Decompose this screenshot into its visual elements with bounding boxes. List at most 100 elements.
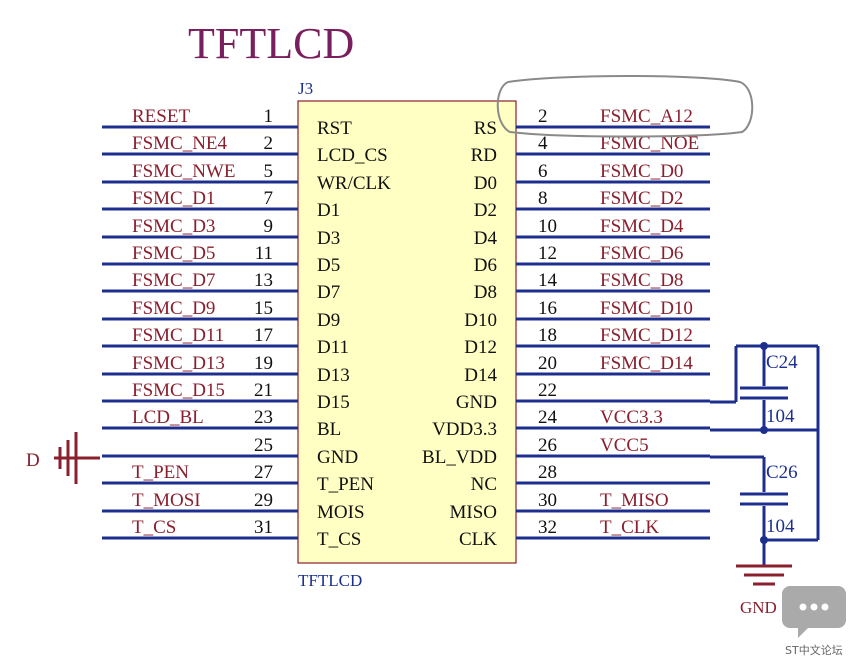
pin-name: RD	[471, 145, 497, 166]
net-label: VCC5	[600, 435, 649, 456]
pin-name: GND	[317, 447, 358, 468]
pin-name: VDD3.3	[432, 419, 497, 440]
highlight-annotation	[496, 75, 754, 138]
pin-name: RS	[474, 118, 497, 139]
net-label: FSMC_D1	[132, 188, 215, 209]
net-label: FSMC_D2	[600, 188, 683, 209]
net-label: FSMC_D9	[132, 298, 215, 319]
net-label: FSMC_NE4	[132, 133, 228, 154]
net-label: FSMC_D14	[600, 353, 693, 374]
pin-name: WR/CLK	[317, 173, 391, 194]
pin-name: D4	[474, 228, 498, 249]
pin-number: 22	[538, 380, 557, 401]
pin-name: D0	[474, 173, 497, 194]
watermark-text: ST中文论坛	[785, 643, 843, 657]
pin-name: BL	[317, 419, 341, 440]
capacitor-network: C24 104 C26 104 GND	[710, 342, 820, 617]
connector-value: TFTLCD	[298, 571, 362, 590]
pin-number: 21	[254, 380, 273, 401]
net-label: T_PEN	[132, 462, 189, 483]
connector-ref: J3	[298, 79, 313, 98]
pin-name: D15	[317, 392, 350, 413]
d-label: D	[26, 450, 40, 471]
pin-name: T_CS	[317, 529, 361, 550]
pin-number: 7	[264, 188, 274, 209]
c24-junction-top	[760, 342, 768, 350]
pin-number: 29	[254, 490, 273, 511]
pin-number: 13	[254, 270, 273, 291]
c24-ref: C24	[766, 352, 798, 373]
net-label: T_CS	[132, 517, 176, 538]
pin-number: 8	[538, 188, 548, 209]
c26-value: 104	[766, 516, 795, 537]
pin-number: 25	[254, 435, 273, 456]
chat-dot-2	[810, 603, 818, 611]
pin-name: MISO	[449, 502, 497, 523]
pin-name: D1	[317, 200, 340, 221]
pin-number: 24	[538, 407, 558, 428]
pin-number: 11	[255, 243, 273, 264]
schematic-title: TFTLCD	[188, 19, 354, 68]
pin-number: 6	[538, 161, 548, 182]
connector-body	[297, 100, 517, 564]
pin-name: T_PEN	[317, 474, 374, 495]
net-label: FSMC_D0	[600, 161, 683, 182]
pin-number: 27	[254, 462, 273, 483]
net-label: FSMC_D12	[600, 325, 693, 346]
net-label: FSMC_D8	[600, 270, 683, 291]
pin-number: 2	[264, 133, 274, 154]
ground-symbol-left	[54, 432, 100, 484]
net-label: FSMC_D11	[132, 325, 224, 346]
pin-name: MOIS	[317, 502, 365, 523]
pin-name: D10	[464, 310, 497, 331]
pin-name: LCD_CS	[317, 145, 388, 166]
left-pin-row: FSMC_D1 7D1	[102, 188, 340, 221]
pin-number: 31	[254, 517, 273, 538]
net-label: FSMC_D5	[132, 243, 215, 264]
net-label: T_MOSI	[132, 490, 201, 511]
pin-number: 9	[264, 216, 274, 237]
left-pin-row: FSMC_NWE 5WR/CLK	[102, 161, 391, 194]
pin-number: 28	[538, 462, 557, 483]
net-label: FSMC_NWE	[132, 161, 235, 182]
c26-ref: C26	[766, 462, 798, 483]
net-label: FSMC_D15	[132, 380, 225, 401]
pin-name: D11	[317, 337, 349, 358]
net-label: LCD_BL	[132, 407, 204, 428]
pin-number: 16	[538, 298, 557, 319]
pin-number: 5	[264, 161, 274, 182]
pin-number: 19	[254, 353, 273, 374]
pin-number: 26	[538, 435, 557, 456]
pin-name: RST	[317, 118, 352, 139]
pin-number: 15	[254, 298, 273, 319]
pin-name: BL_VDD	[422, 447, 497, 468]
pin-number: 1	[264, 106, 274, 127]
net-label: FSMC_D13	[132, 353, 225, 374]
pin-name: D5	[317, 255, 340, 276]
net-label: VCC3.3	[600, 407, 663, 428]
